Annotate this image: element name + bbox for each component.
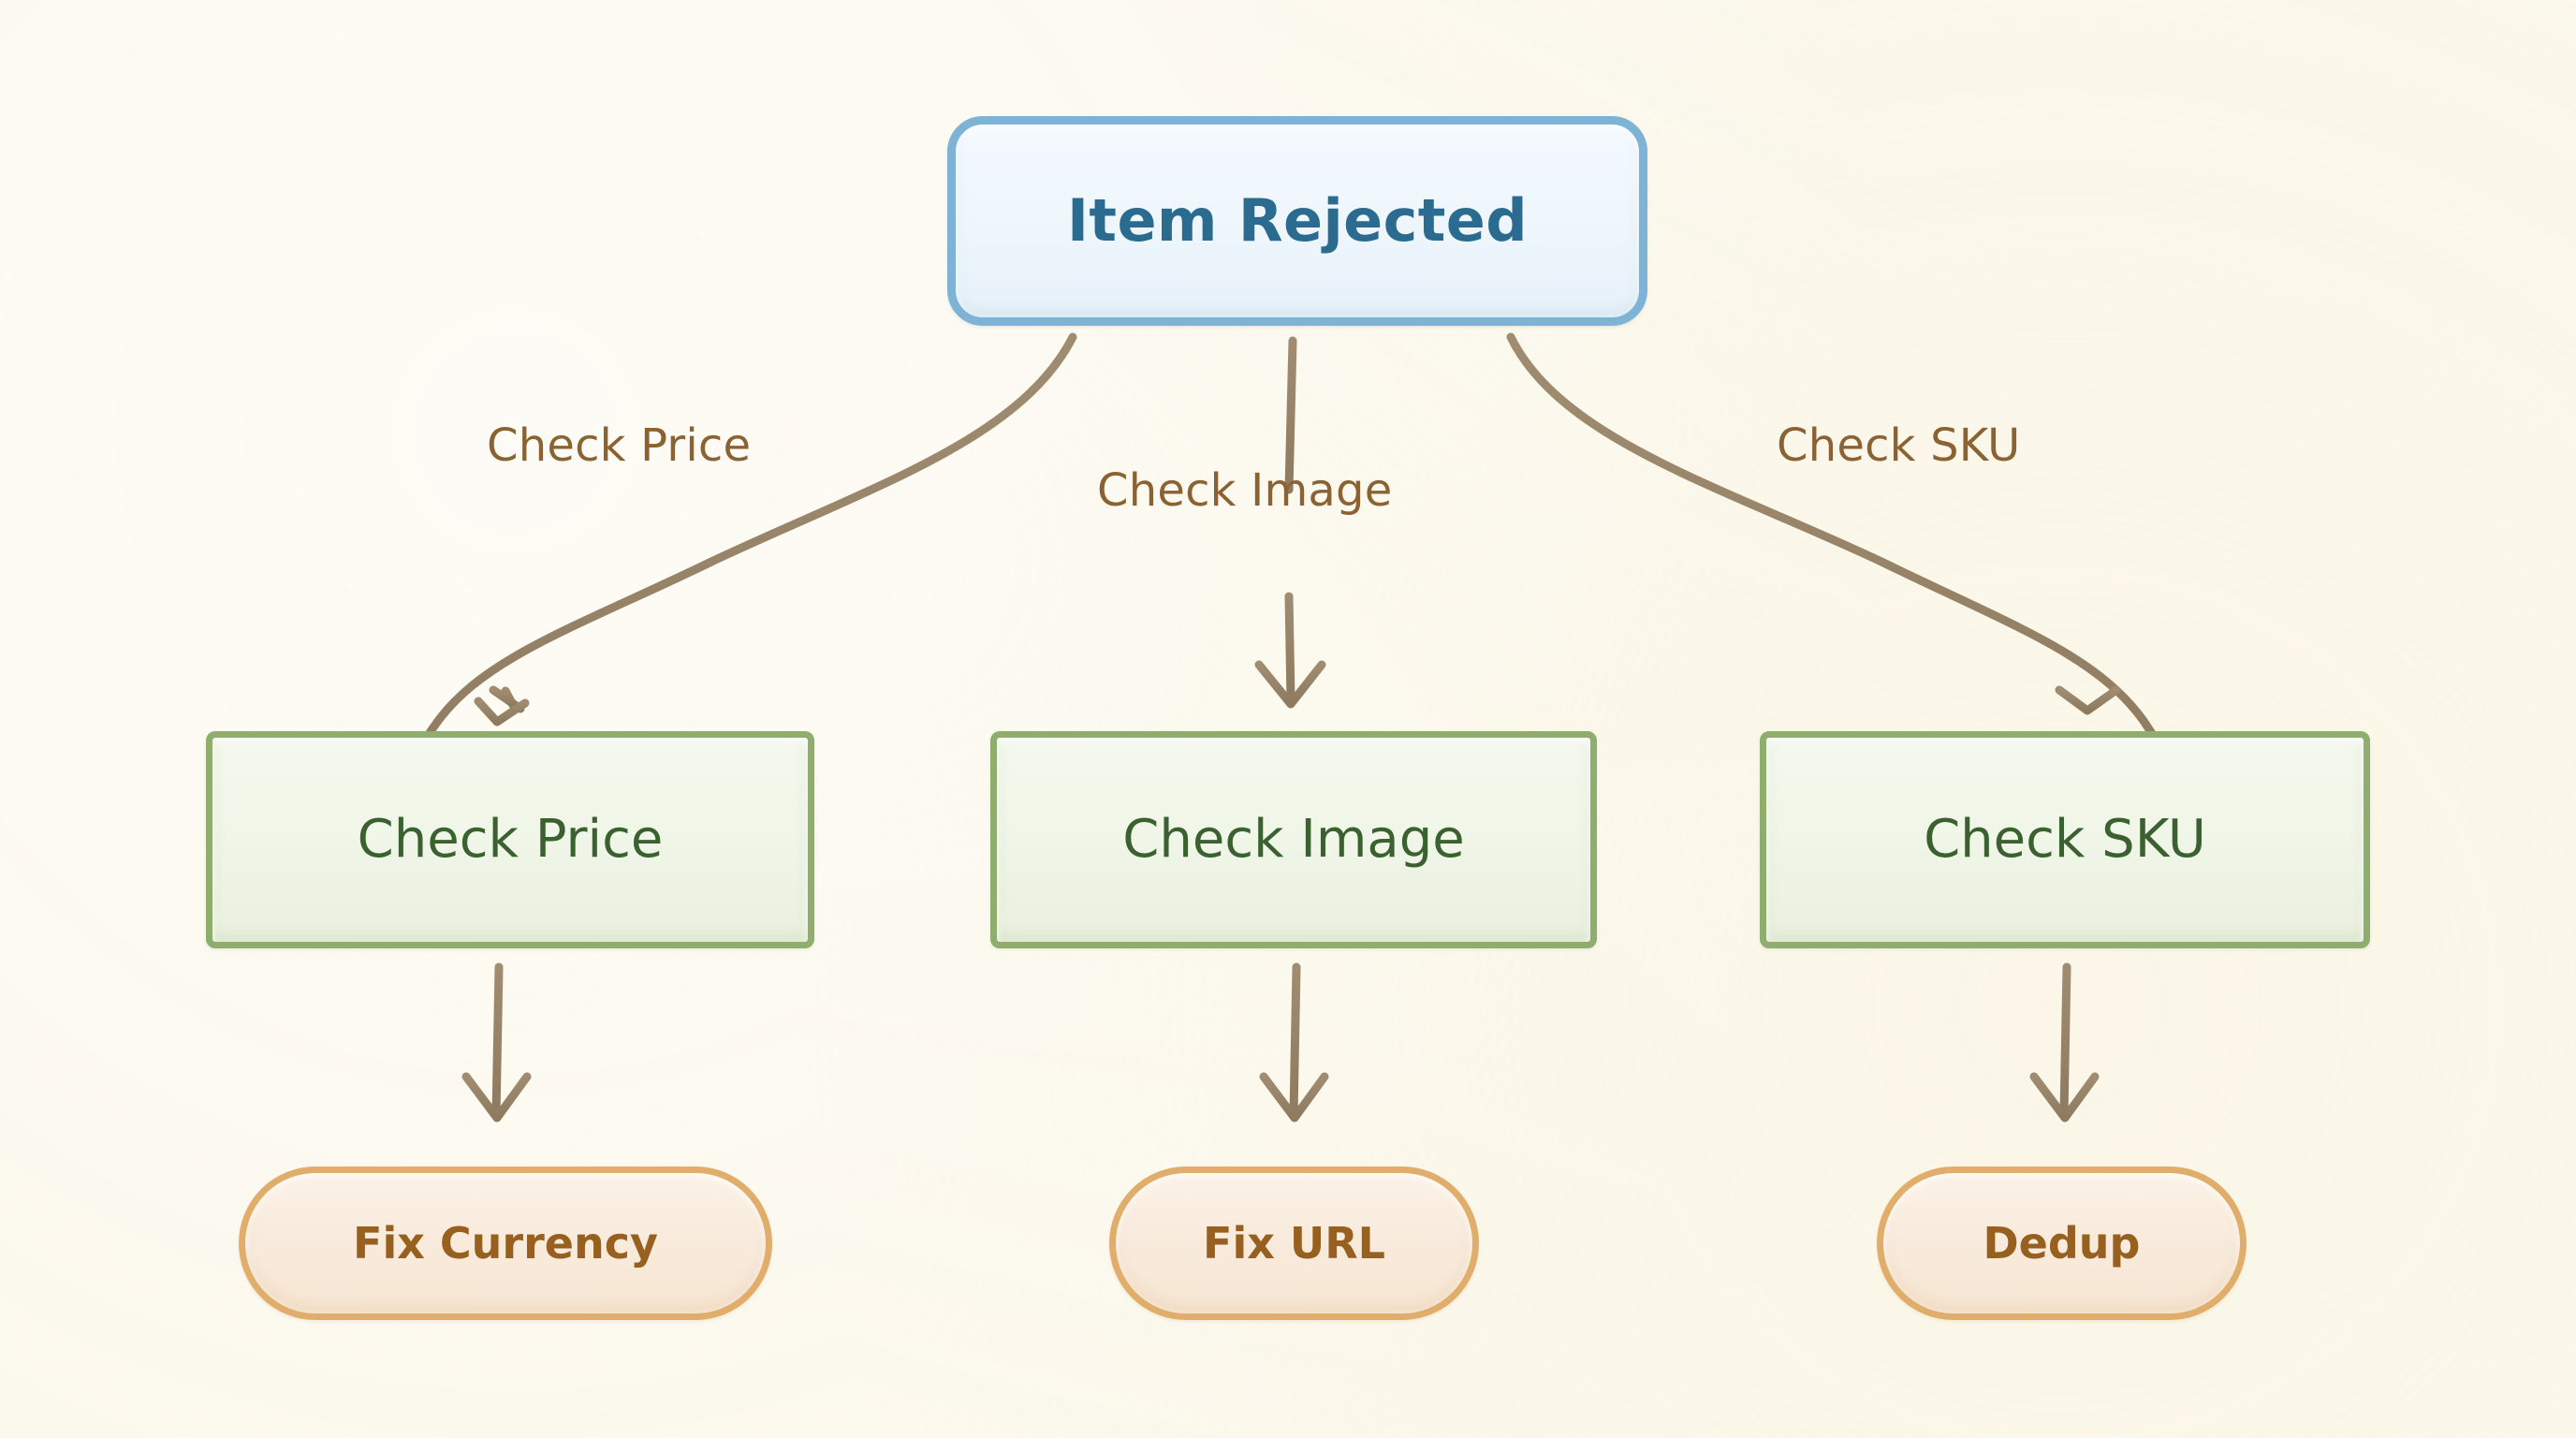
edge-label-check-price: Check Price <box>487 419 752 472</box>
node-dedup[interactable]: Dedup <box>1877 1167 2247 1320</box>
node-fix-currency[interactable]: Fix Currency <box>239 1167 772 1320</box>
node-check-image[interactable]: Check Image <box>990 731 1597 948</box>
edge-check-image-to-fix-url <box>1289 962 1301 1119</box>
arrowhead-fix-currency <box>461 1072 532 1123</box>
node-fix-url[interactable]: Fix URL <box>1109 1167 1479 1320</box>
edge-root-to-check-image-upper <box>1284 336 1297 494</box>
node-item-rejected[interactable]: Item Rejected <box>947 116 1647 326</box>
edge-label-check-image: Check Image <box>1097 464 1393 517</box>
node-check-price[interactable]: Check Price <box>206 731 814 948</box>
arrowhead-dedup <box>2029 1072 2100 1123</box>
arrowhead-check-price-stem <box>501 686 518 710</box>
node-check-sku[interactable]: Check SKU <box>1760 731 2370 948</box>
edge-check-sku-to-dedup <box>2059 962 2071 1119</box>
edge-label-check-sku: Check SKU <box>1777 419 2021 472</box>
edge-root-to-check-image-lower <box>1284 592 1295 705</box>
arrowhead-check-image <box>1254 660 1326 709</box>
edge-check-price-to-fix-currency <box>491 962 504 1119</box>
arrowhead-fix-url <box>1259 1072 1329 1123</box>
